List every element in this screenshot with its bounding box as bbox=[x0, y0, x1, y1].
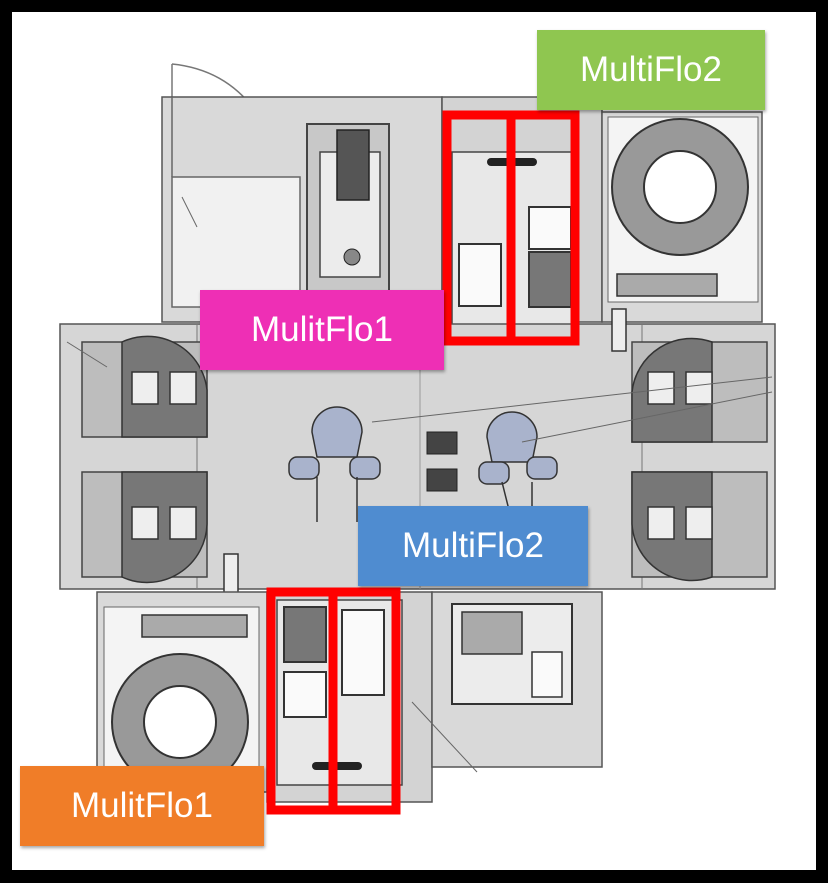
bottom-multiflo-block-2 bbox=[283, 671, 327, 718]
bottom-multiflo-block-1 bbox=[283, 606, 327, 663]
label-multiflo1-bottom: MulitFlo1 bbox=[20, 766, 264, 846]
bottom-carousel-arm bbox=[141, 614, 248, 638]
lab-floor-plan bbox=[59, 63, 776, 815]
label-multiflo2-bottom: MultiFlo2 bbox=[358, 506, 588, 586]
terminal-1-icon bbox=[426, 431, 458, 455]
top-carousel-center bbox=[643, 150, 717, 224]
highlight-bottom-multiflo bbox=[266, 587, 401, 815]
label-multiflo1-top: MulitFlo1 bbox=[200, 290, 444, 370]
bottom-right-slot-1 bbox=[461, 611, 523, 655]
top-multiflo2-block-3 bbox=[528, 251, 572, 308]
top-multiflo2-block-2 bbox=[528, 206, 572, 250]
left-station-top-seat-2 bbox=[169, 371, 197, 405]
right-station-top-seat-1 bbox=[647, 371, 675, 405]
light-tower-bottom bbox=[223, 553, 239, 597]
chair-right-icon bbox=[478, 411, 558, 523]
left-station-bottom-seat-2 bbox=[169, 506, 197, 540]
cabinet-diagonal bbox=[181, 196, 198, 228]
right-station-bottom-seat-1 bbox=[647, 506, 675, 540]
bottom-carousel-center bbox=[143, 685, 217, 759]
pointer-line-1 bbox=[371, 376, 773, 423]
right-station-bottom-seat-2 bbox=[685, 506, 713, 540]
right-station-top-seat-2 bbox=[685, 371, 713, 405]
top-instrument-head bbox=[336, 129, 370, 201]
pointer-line-2 bbox=[521, 391, 773, 443]
top-carousel-arm bbox=[616, 273, 718, 297]
left-station-top-arc bbox=[121, 335, 208, 438]
light-tower-top bbox=[611, 308, 627, 352]
bottom-multiflo-block-3 bbox=[341, 609, 385, 696]
label-multiflo2-top: MultiFlo2 bbox=[537, 30, 765, 110]
top-bay-cabinet bbox=[171, 176, 301, 308]
left-station-top-seat-1 bbox=[131, 371, 159, 405]
diagram-frame: MultiFlo2 MulitFlo1 MultiFlo2 MulitFlo1 bbox=[12, 12, 816, 870]
chair-left-icon bbox=[288, 406, 381, 522]
pointer-line-3 bbox=[66, 341, 108, 368]
top-instrument-knob bbox=[343, 248, 361, 266]
highlight-top-multiflo bbox=[442, 110, 580, 346]
left-station-bottom-arc bbox=[121, 471, 208, 584]
top-multiflo2-block-1 bbox=[458, 243, 502, 307]
bottom-right-slot-2 bbox=[531, 651, 563, 698]
pointer-line-4 bbox=[411, 701, 478, 773]
left-station-bottom-seat-1 bbox=[131, 506, 159, 540]
terminal-2-icon bbox=[426, 468, 458, 492]
